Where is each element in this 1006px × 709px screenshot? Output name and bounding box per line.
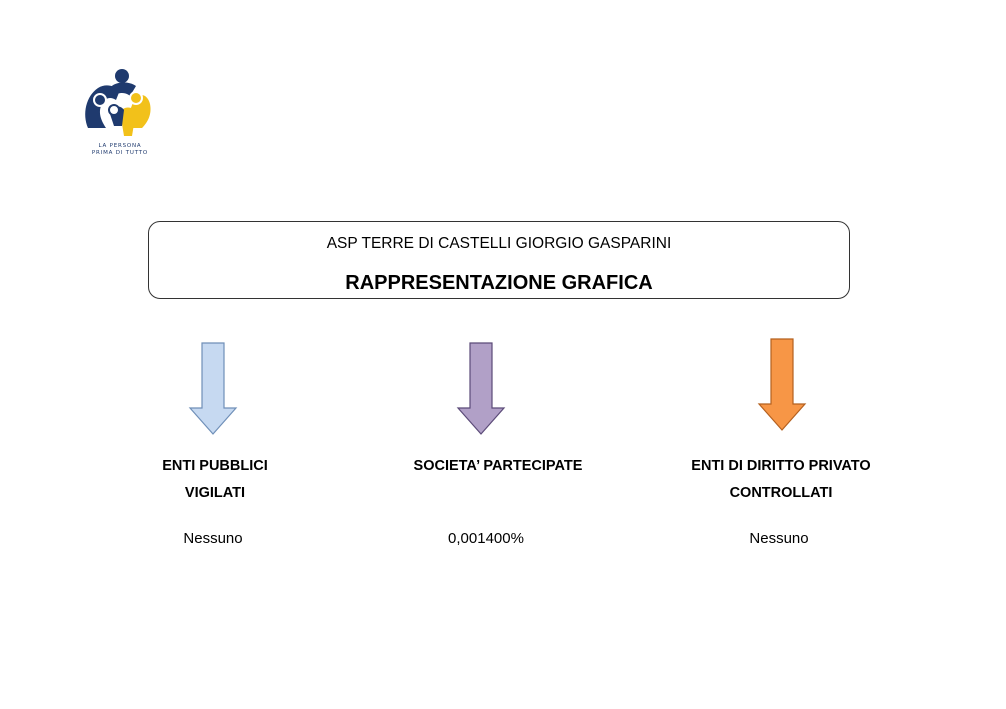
heading-line: CONTROLLATI <box>729 485 833 501</box>
column-value-societa-partecipate: 0,001400% <box>448 530 524 547</box>
organization-logo: LA PERSONA PRIMA DI TUTTO <box>80 66 160 162</box>
heading-line: SOCIETA’ PARTECIPATE <box>413 458 583 474</box>
logo-tagline-line1: LA PERSONA <box>98 143 142 149</box>
arrow-down-icon <box>188 342 238 435</box>
organization-name: ASP TERRE DI CASTELLI GIORGIO GASPARINI <box>326 235 672 252</box>
column-heading-enti-diritto-privato: ENTI DI DIRITTO PRIVATO CONTROLLATI <box>668 453 894 507</box>
heading-line: VIGILATI <box>184 485 246 501</box>
heading-line: ENTI DI DIRITTO PRIVATO <box>691 458 871 474</box>
page-title: RAPPRESENTAZIONE GRAFICA <box>345 272 653 294</box>
arrow-down-icon <box>456 342 506 435</box>
column-value-enti-diritto-privato: Nessuno <box>749 530 809 547</box>
column-heading-societa-partecipate: SOCIETA’ PARTECIPATE <box>388 453 608 480</box>
arrow-down-icon <box>757 338 807 431</box>
title-box: ASP TERRE DI CASTELLI GIORGIO GASPARINI … <box>148 221 850 299</box>
people-logo-icon <box>85 69 151 136</box>
column-heading-enti-pubblici: ENTI PUBBLICI VIGILATI <box>130 453 300 507</box>
column-value-enti-pubblici: Nessuno <box>183 530 243 547</box>
heading-line: ENTI PUBBLICI <box>162 458 268 474</box>
logo-tagline-line2: PRIMA DI TUTTO <box>91 150 149 156</box>
